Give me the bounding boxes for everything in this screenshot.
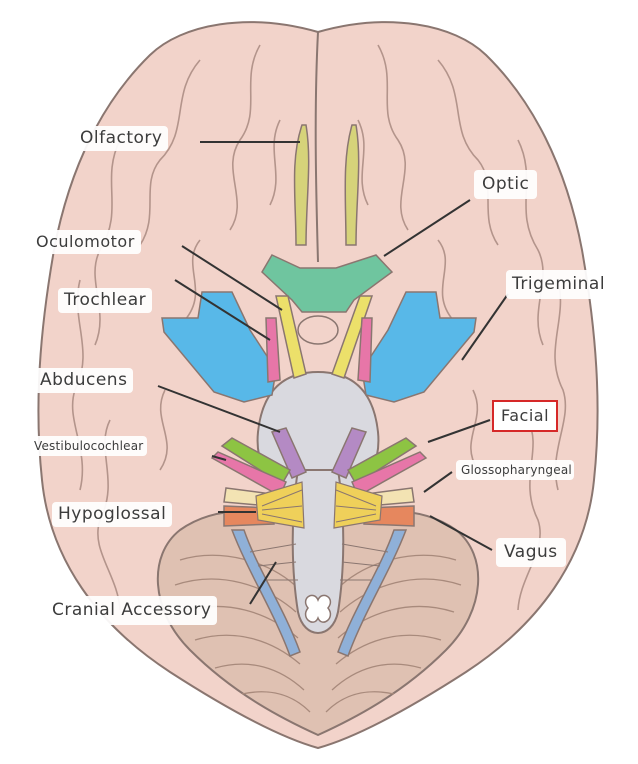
- label-facial: Facial: [492, 400, 558, 432]
- label-glossopharyngeal: Glossopharyngeal: [456, 460, 574, 480]
- spinal-cord-section: [306, 595, 331, 622]
- mammillary-body: [298, 316, 338, 344]
- label-trochlear: Trochlear: [58, 288, 152, 313]
- label-vestibulocochlear: Vestibulocochlear: [30, 436, 147, 456]
- label-optic: Optic: [474, 170, 537, 199]
- label-trigeminal: Trigeminal: [506, 270, 611, 299]
- label-abducens: Abducens: [34, 368, 133, 393]
- label-hypoglossal: Hypoglossal: [52, 502, 172, 527]
- label-oculomotor: Oculomotor: [30, 230, 141, 254]
- label-olfactory: Olfactory: [74, 126, 168, 151]
- label-vagus: Vagus: [496, 538, 566, 567]
- label-cranial-accessory: Cranial Accessory: [46, 596, 217, 625]
